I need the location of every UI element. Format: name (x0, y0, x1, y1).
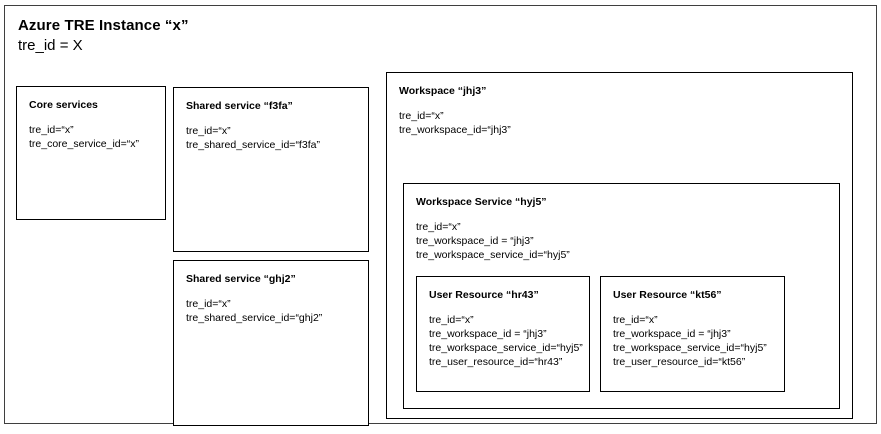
attribute-line: tre_id=“x” (29, 124, 74, 136)
workspace-jhj3-box: Workspace “jhj3” tre_id=“x” tre_workspac… (386, 72, 853, 419)
azure-tre-instance-frame: Azure TRE Instance “x” tre_id = X Core s… (4, 5, 877, 426)
shared-service-f3fa-box: Shared service “f3fa” tre_id=“x” tre_sha… (173, 87, 369, 252)
attribute-line: tre_id=“x” (186, 298, 231, 310)
user-resource-hr43-title: User Resource “hr43” (429, 289, 539, 301)
attribute-line: tre_workspace_id = “jhj3” (613, 328, 731, 340)
instance-title: Azure TRE Instance “x” (18, 17, 189, 34)
attribute-line: tre_id=“x” (613, 314, 658, 326)
user-resource-hr43-attributes: tre_id=“x” tre_workspace_id = “jhj3” tre… (429, 313, 583, 369)
attribute-line: tre_id=“x” (186, 125, 231, 137)
attribute-line: tre_id=“x” (429, 314, 474, 326)
shared-service-f3fa-title: Shared service “f3fa” (186, 100, 293, 112)
attribute-line: tre_shared_service_id=“f3fa” (186, 139, 320, 151)
user-resource-kt56-title: User Resource “kt56” (613, 289, 722, 301)
shared-service-ghj2-box: Shared service “ghj2” tre_id=“x” tre_sha… (173, 260, 369, 426)
attribute-line: tre_id=“x” (416, 221, 461, 233)
core-services-box: Core services tre_id=“x” tre_core_servic… (16, 86, 166, 220)
workspace-jhj3-attributes: tre_id=“x” tre_workspace_id=“jhj3” (399, 109, 511, 137)
core-services-attributes: tre_id=“x” tre_core_service_id=“x” (29, 123, 139, 151)
instance-subtitle: tre_id = X (18, 37, 83, 54)
shared-service-ghj2-attributes: tre_id=“x” tre_shared_service_id=“ghj2” (186, 297, 322, 325)
attribute-line: tre_workspace_service_id=“hyj5” (429, 342, 583, 354)
user-resource-kt56-attributes: tre_id=“x” tre_workspace_id = “jhj3” tre… (613, 313, 767, 369)
attribute-line: tre_user_resource_id=“hr43” (429, 356, 563, 368)
shared-service-f3fa-attributes: tre_id=“x” tre_shared_service_id=“f3fa” (186, 124, 320, 152)
workspace-service-hyj5-attributes: tre_id=“x” tre_workspace_id = “jhj3” tre… (416, 220, 570, 262)
attribute-line: tre_shared_service_id=“ghj2” (186, 312, 323, 324)
workspace-service-hyj5-title: Workspace Service “hyj5” (416, 196, 547, 208)
attribute-line: tre_id=“x” (399, 110, 444, 122)
workspace-jhj3-title: Workspace “jhj3” (399, 85, 487, 97)
user-resource-hr43-box: User Resource “hr43” tre_id=“x” tre_work… (416, 276, 590, 392)
attribute-line: tre_workspace_service_id=“hyj5” (416, 249, 570, 261)
attribute-line: tre_core_service_id=“x” (29, 138, 140, 150)
attribute-line: tre_user_resource_id=“kt56” (613, 356, 746, 368)
attribute-line: tre_workspace_id = “jhj3” (416, 235, 534, 247)
attribute-line: tre_workspace_service_id=“hyj5” (613, 342, 767, 354)
workspace-service-hyj5-box: Workspace Service “hyj5” tre_id=“x” tre_… (403, 183, 840, 409)
core-services-title: Core services (29, 99, 98, 111)
user-resource-kt56-box: User Resource “kt56” tre_id=“x” tre_work… (600, 276, 785, 392)
shared-service-ghj2-title: Shared service “ghj2” (186, 273, 296, 285)
attribute-line: tre_workspace_id = “jhj3” (429, 328, 547, 340)
attribute-line: tre_workspace_id=“jhj3” (399, 124, 511, 136)
